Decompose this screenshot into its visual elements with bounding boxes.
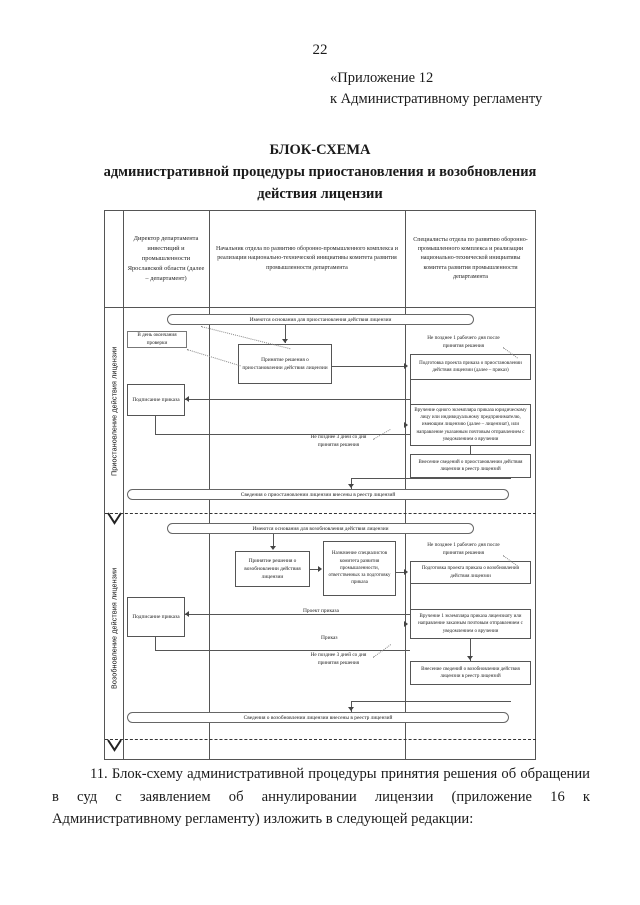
lane1-note-three-days: Не позднее 3 дней со дня принятия решени… [301,433,376,450]
lane1-conn-register-down [351,478,352,489]
lane2-arrow-to-draft [404,569,408,575]
header-row-divider [105,307,535,308]
lane2-conn-draft-down-to-sign [410,584,411,614]
column-header-head-of-division: Начальник отдела по развитию оборонно-пр… [216,246,398,271]
lane1-note-inspection-day: В день окончания проверки [127,331,187,348]
lane1-start-condition: Имеются основания для приостановления де… [167,314,474,325]
lane1-conn-sign-down [155,416,156,434]
footer-paragraph: 11. Блок-схему административной процедур… [52,766,590,828]
title-line-1: БЛОК-СХЕМА [269,142,371,158]
lane2-arrow-to-sign [185,611,189,617]
lane1-end-condition: Сведения о приостановлении лицензии внес… [127,489,509,500]
lane2-arrow-to-delivery [404,621,408,627]
lane1-conn-to-sign-order [185,399,410,400]
lane2-conn-decision-to-assign [310,569,319,570]
lane2-box-draft-order: Подготовка проекта приказа о возобновлен… [410,561,531,584]
lane1-box-register: Внесение сведений о приостановлении дейс… [410,454,531,478]
lane2-conn-assign-to-draft [396,572,406,573]
lane2-box-decision: Принятие решения о возобновлении действи… [235,551,310,587]
lane2-box-sign-order: Подписание приказа [127,597,185,637]
lane2-box-assign-specialists: Назначение специалистов комитета развити… [323,541,396,596]
appendix-line-2: к Административному регламенту [330,91,543,108]
lane1-box-delivery: Вручение одного экземпляра приказа юриди… [410,404,531,446]
lane2-conn-delivery-register [470,639,471,661]
lane2-end-condition: Сведения о возобновлении лицензии внесен… [127,712,509,723]
lane1-conn-sign-right [155,434,410,435]
lane2-arrow-to-assign [318,566,322,572]
lane1-box-draft-order: Подготовка проекта приказа о приостановл… [410,354,531,380]
lane2-start-condition: Имеются основания для возобновления дейс… [167,523,474,534]
lane2-conn-register-left [351,701,511,702]
lane-label-renewal: Возобновление действия лицензии [109,567,119,690]
lane-divider-dashed-2 [105,739,536,740]
page-title: БЛОК-СХЕМА административной процедуры пр… [40,140,600,205]
flowchart: Директор департамента инвестиций и промы… [104,210,536,760]
lane1-box-sign-order: Подписание приказа [127,384,185,416]
lane1-arrow-to-delivery [404,422,408,428]
lane2-conn-register-down [351,701,352,712]
lane2-box-register: Внесение сведений о возобновлении действ… [410,661,531,685]
title-line-3: действия лицензии [257,185,383,202]
column-separator-1 [123,211,124,759]
lane2-conn-sign-down [155,637,156,650]
lane1-note-one-working-day: Не позднее 1 рабочего дня после принятия… [421,334,506,351]
lane2-note-one-working-day: Не позднее 1 рабочего дня после принятия… [421,541,506,558]
appendix-line-1: «Приложение 12 [330,70,434,86]
lane1-dotted-note-to-decision [186,349,241,367]
lane1-conn-start-to-decision [285,325,286,343]
lane-divider-chevron-2 [107,738,123,754]
lane1-arrow-to-draft [404,363,408,369]
lane2-conn-draft-to-sign [185,614,410,615]
column-separator-3 [405,211,406,759]
column-separator-2 [209,211,210,759]
title-line-2: административной процедуры приостановлен… [103,163,537,180]
appendix-reference: «Приложение 12 к Административному регла… [330,68,630,110]
column-header-specialists: Специалисты отдела по развитию оборонно-… [413,236,528,280]
column-header-director: Директор департамента инвестиций и промы… [127,235,205,282]
lane2-conn-start-down [273,534,274,547]
lane1-conn-decision-to-draft [332,366,406,367]
lane1-conn-delivery-register [470,446,471,454]
lane2-label-order: Приказ [319,635,340,641]
lane1-box-decision: Принятие решения о приостановлении дейст… [238,344,332,384]
lane1-conn-draft-down [410,380,411,404]
lane2-conn-sign-right [155,650,410,651]
page-number: 22 [312,42,328,58]
lane2-arrow-to-end [348,707,354,711]
lane2-label-draft-order: Проект приказа [301,608,341,614]
lane2-arrow-to-decision [270,546,276,550]
lane1-arrow-to-sign [185,396,189,402]
lane2-box-delivery: Вручение 1 экземпляра приказа лицензиату… [410,609,531,639]
lane2-note-three-days: Не позднее 3 дней со дня принятия решени… [301,651,376,668]
lane-label-suspension: Приостановление действия лицензии [109,346,119,477]
lane1-arrow-to-decision [282,339,288,343]
lane-divider-dashed-1 [105,513,536,514]
lane-divider-chevron-1 [107,511,123,527]
lane1-arrow-to-end [348,484,354,488]
lane1-conn-register-left [351,478,511,479]
lane2-arrow-to-register [467,656,473,660]
